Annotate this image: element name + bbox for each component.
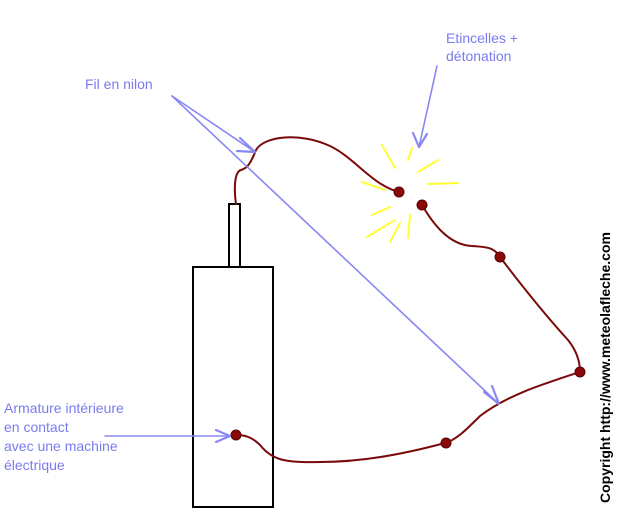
wire-spark-to-right (421, 204, 581, 373)
label-sparks: Etincelles + détonation (446, 30, 522, 64)
spark-burst (361, 144, 459, 243)
spark-ray (381, 144, 396, 169)
spark-ray (371, 206, 391, 216)
label-armature-line1: Armature intérieure (4, 400, 124, 416)
label-armature-line4: électrique (4, 457, 65, 473)
jar-body (192, 266, 274, 508)
node-bottom (440, 437, 452, 449)
node-right-upper (494, 251, 506, 263)
spark-ray (407, 214, 411, 239)
arrow-nylon-upper-head (235, 136, 257, 154)
wire-top-loop (233, 136, 400, 205)
spark-ray (366, 219, 396, 238)
spark-ray (407, 147, 413, 161)
node-armature (230, 429, 242, 441)
node-spark-right (416, 199, 428, 211)
arrow-sparks-head (411, 131, 429, 149)
spark-ray (361, 181, 386, 191)
arrow-sparks-line (418, 65, 438, 148)
wire-nodes (230, 186, 586, 449)
jar-terminal-rod (228, 203, 241, 268)
label-sparks-line1: Etincelles + (446, 30, 518, 46)
labels: Etincelles + détonation Fil en nilon Arm… (4, 30, 613, 503)
arrow-armature-head (214, 428, 232, 444)
pointer-arrows (104, 65, 501, 444)
circuit-wire (233, 136, 581, 464)
label-armature: Armature intérieure en contact avec une … (4, 400, 128, 473)
spark-ray (417, 159, 439, 173)
label-nylon-wire: Fil en nilon (85, 76, 153, 92)
wire-bottom-return (235, 371, 581, 464)
node-right-corner (574, 366, 586, 378)
label-armature-line2: en contact (4, 419, 69, 435)
jar (192, 203, 274, 508)
arrow-nylon-lower-line (171, 95, 500, 405)
node-spark-left (393, 186, 405, 198)
spark-ray (427, 182, 459, 185)
arrow-nylon-upper-line (171, 95, 256, 153)
spark-ray (389, 222, 401, 243)
label-armature-line3: avec une machine (4, 438, 118, 454)
copyright-text: Copyright http://www.meteolafleche.com (597, 232, 613, 503)
label-sparks-line2: détonation (446, 48, 511, 64)
arrow-nylon-lower-head (482, 384, 501, 406)
